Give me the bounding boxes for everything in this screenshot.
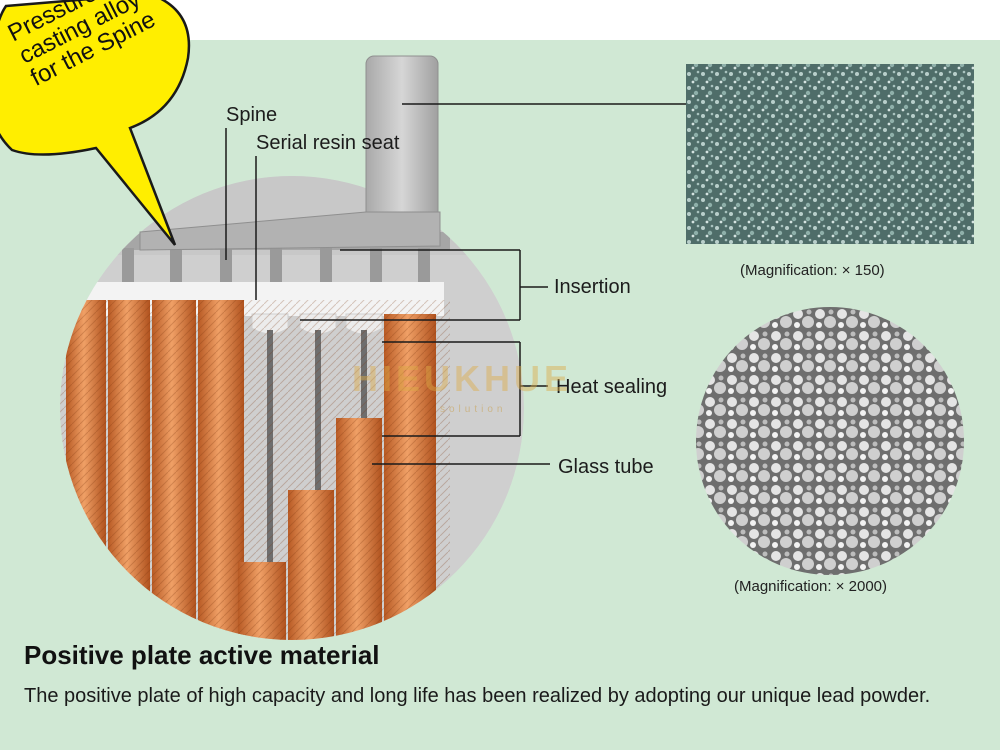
micrograph-150x (686, 64, 974, 244)
micrograph-2000x (696, 307, 964, 575)
section-heading: Positive plate active material (24, 640, 380, 670)
alloy-block (139, 55, 441, 251)
label-spine: Spine (226, 104, 278, 126)
label-heat-sealing: Heat sealing (556, 376, 668, 398)
watermark-logo-text: HIEUKHUE (352, 358, 573, 399)
watermark-subtitle: solution (440, 404, 507, 415)
label-serial-resin-seat: Serial resin seat (256, 132, 400, 154)
spine-posts (122, 248, 430, 284)
leader-lines (225, 103, 686, 465)
label-insertion: Insertion (554, 276, 631, 298)
section-description: The positive plate of high capacity and … (24, 685, 931, 707)
caption-magnification-2000: (Magnification: × 2000) (734, 578, 888, 595)
label-glass-tube: Glass tube (558, 456, 654, 478)
callout-bubble (0, 0, 191, 246)
glass-tubes (60, 300, 450, 640)
caption-magnification-150: (Magnification: × 150) (740, 262, 885, 279)
